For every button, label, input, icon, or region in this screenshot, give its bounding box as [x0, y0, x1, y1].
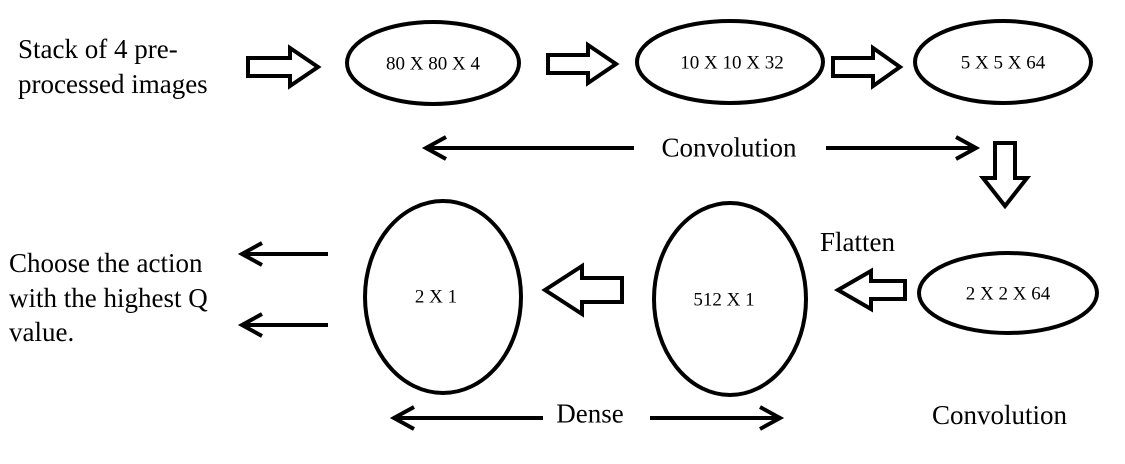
node-2x1: [363, 199, 523, 395]
output-arrowhead-1: [237, 241, 263, 267]
block-arrow-right-2: [546, 41, 620, 87]
flatten-label: Flatten: [820, 227, 895, 257]
block-arrow-right-1: [246, 44, 322, 90]
block-arrow-left-2: [541, 262, 624, 318]
output-text: Choose the action with the highest Q val…: [9, 246, 208, 350]
block-arrow-left-1: [833, 267, 907, 313]
output-text-line2: with the highest Q: [9, 282, 208, 313]
block-arrow-right-3: [831, 44, 904, 90]
convolution-top-arrowhead-right: [955, 135, 981, 161]
convolution-top-arrowhead-left: [421, 135, 447, 161]
output-arrowhead-2: [237, 312, 263, 338]
input-label-line2: processed images: [18, 68, 208, 99]
output-text-line1: Choose the action: [9, 248, 203, 278]
node-80x80x4: [345, 20, 521, 106]
node-label-80x80x4: 80 X 80 X 4: [386, 53, 480, 75]
input-label-line1: Stack of 4 pre-: [18, 34, 178, 64]
node-512x1: [652, 201, 808, 397]
input-label: Stack of 4 pre- processed images: [18, 32, 208, 101]
node-10x10x32: [635, 19, 825, 105]
convolution-bottom-label: Convolution: [932, 400, 1068, 430]
node-2x2x64: [917, 251, 1099, 335]
node-label-2x2x64: 2 X 2 X 64: [965, 283, 1051, 305]
convolution-top-label: Convolution: [661, 132, 797, 163]
dense-arrowhead-left: [389, 405, 415, 431]
output-text-line3: value.: [9, 317, 75, 348]
node-label-5x5x64: 5 X 5 X 64: [960, 52, 1046, 74]
node-label-10x10x32: 10 X 10 X 32: [680, 52, 784, 74]
dense-label: Dense: [556, 398, 624, 429]
block-arrow-down: [978, 141, 1032, 210]
node-label-512x1: 512 X 1: [693, 289, 755, 311]
node-label-2x1: 2 X 1: [414, 286, 458, 308]
dense-arrowhead-right: [759, 405, 785, 431]
node-5x5x64: [913, 19, 1093, 105]
